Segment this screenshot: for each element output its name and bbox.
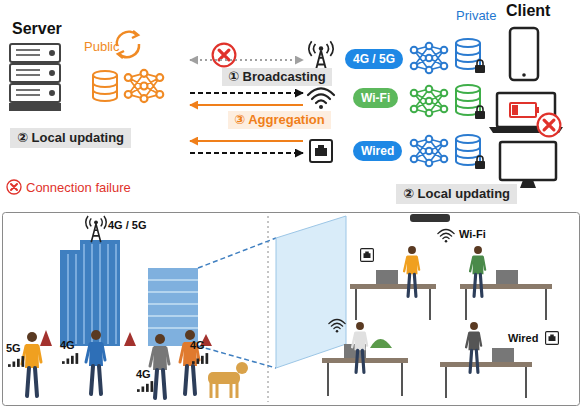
- text-label: Wired: [508, 332, 538, 344]
- public-database: [93, 71, 117, 101]
- wifi-icon: [308, 89, 334, 110]
- text-label: 4G / 5G: [108, 219, 147, 231]
- text-label: Client: [506, 2, 550, 20]
- dog: [208, 362, 248, 398]
- server-title: Server: [12, 20, 62, 38]
- illustration-frame: [3, 213, 580, 406]
- text-label: 4G: [190, 339, 205, 351]
- server-group: ServerPublic ② Local updating: [4, 6, 190, 164]
- person: [466, 322, 481, 372]
- ethernet-icon: [310, 140, 332, 162]
- lock-icon: [475, 156, 485, 169]
- box-text: ② Local updating: [17, 130, 124, 146]
- connector: [190, 104, 303, 106]
- buildings: [40, 240, 212, 346]
- network-group: Wi-Fi: [303, 82, 406, 114]
- lock-icon: [475, 60, 485, 73]
- edge-label: ① Broadcasting: [222, 68, 332, 86]
- signal-bars: [62, 353, 78, 364]
- tablet-icon: [510, 28, 538, 80]
- ethernet-icon: [361, 249, 374, 262]
- client-model: [411, 86, 448, 117]
- signal-bars: [137, 381, 153, 392]
- connector: [190, 152, 303, 154]
- text-label: 5G: [6, 342, 21, 354]
- network-pill: 4G / 5G: [345, 49, 403, 69]
- ethernet-icon: [546, 332, 559, 345]
- office: [322, 214, 552, 398]
- network-group: Wired: [303, 136, 406, 166]
- edge-label: ③ Aggregation: [228, 111, 331, 129]
- wifi-icon: [438, 230, 454, 243]
- tower-icon: [86, 216, 107, 242]
- text-label: 4G: [136, 368, 151, 380]
- divider: [268, 216, 269, 402]
- text-label: Wi-Fi: [459, 228, 486, 240]
- client-model: [411, 43, 448, 74]
- public-model: [125, 70, 164, 102]
- cycle-icon: [117, 31, 139, 58]
- signal-bars: [8, 356, 24, 367]
- monitor-icon: [500, 142, 556, 188]
- person: [22, 332, 41, 396]
- connector: [190, 92, 303, 94]
- box-text: ② Local updating: [403, 186, 510, 202]
- person: [352, 322, 367, 372]
- connector: [190, 140, 303, 142]
- legend-symbol: [7, 180, 21, 194]
- glass-wall: [276, 216, 346, 368]
- person: [86, 330, 105, 394]
- text-label: 4G: [60, 339, 75, 351]
- client-model: [411, 136, 448, 167]
- lock-icon: [475, 106, 485, 119]
- server-icon: [10, 44, 60, 110]
- network-pill: Wi-Fi: [353, 88, 398, 108]
- text-label: Private: [456, 8, 496, 23]
- signal-bars: [192, 353, 208, 364]
- process-box: ② Local updating: [396, 184, 517, 204]
- person: [404, 246, 419, 296]
- network-pill: Wired: [353, 141, 402, 161]
- projection-lines: [198, 238, 276, 368]
- failure-mark: [538, 114, 561, 137]
- failure-mark: [213, 44, 236, 67]
- legend-text: Connection failure: [26, 179, 131, 196]
- connector: [190, 59, 303, 61]
- wifi-icon: [329, 320, 345, 333]
- public-label: Public: [84, 39, 119, 54]
- person: [470, 246, 485, 296]
- process-box: ② Local updating: [10, 128, 131, 148]
